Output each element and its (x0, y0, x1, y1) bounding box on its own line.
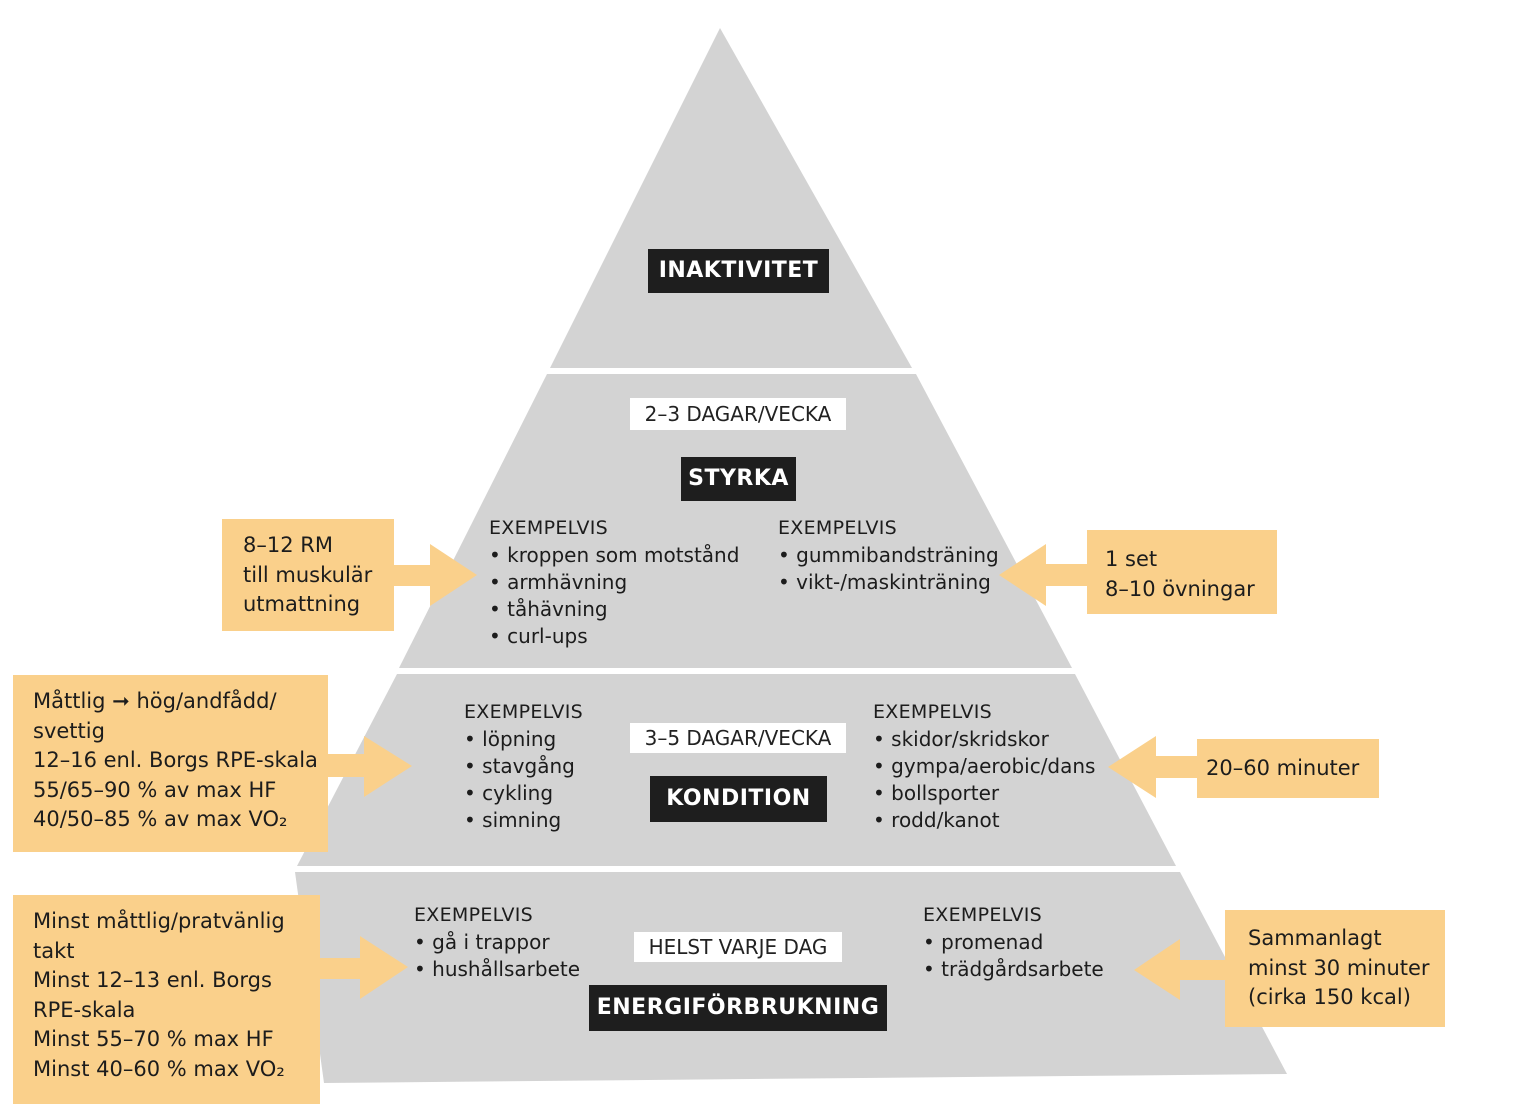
examples-heading: EXEMPELVIS (778, 517, 898, 539)
examples-heading: EXEMPELVIS (489, 517, 609, 539)
note-line: (cirka 150 kcal) (1248, 985, 1411, 1009)
note-condition-right: 20–60 minuter (1197, 739, 1379, 798)
examples-energi-right: EXEMPELVIS promenad trädgårdsarbete (923, 902, 1104, 983)
list-item: tåhävning (489, 596, 739, 623)
note-strength-left: 8–12 RM till muskulär utmattning (222, 519, 394, 631)
list-item: simning (464, 807, 583, 834)
label-kondition: KONDITION (650, 776, 827, 822)
label-inaktivitet: INAKTIVITET (648, 249, 829, 293)
arrow-strength-right (999, 544, 1088, 606)
examples-energi-left: EXEMPELVIS gå i trappor hushållsarbete (414, 902, 580, 983)
list-item: cykling (464, 780, 583, 807)
note-text: Måttlig (33, 689, 106, 713)
note-line: 12–16 enl. Borgs RPE-skala (33, 748, 318, 772)
list-item: löpning (464, 726, 583, 753)
note-line: 20–60 minuter (1206, 756, 1360, 780)
note-line: takt (33, 938, 75, 963)
list-item: armhävning (489, 569, 739, 596)
note-line: Måttlig ➞ hög/andfådd/ (33, 687, 328, 717)
list-item: gå i trappor (414, 929, 580, 956)
note-line: 1 set (1105, 547, 1158, 571)
arrow-energy-left (318, 936, 408, 999)
note-line: utmattning (243, 592, 361, 616)
note-line: 40/50–85 % av max VO₂ (33, 807, 288, 831)
list-item: stavgång (464, 753, 583, 780)
note-line: 55/65–90 % av max HF (33, 777, 277, 802)
note-line: minst 30 minuter (1248, 955, 1430, 980)
list-item: rodd/kanot (873, 807, 1095, 834)
note-line: till muskulär (243, 562, 373, 587)
frequency-kondition: 3–5 DAGAR/VECKA (630, 723, 846, 753)
arrow-condition-right (1108, 736, 1198, 798)
note-line: Minst 55–70 % max HF (33, 1027, 274, 1051)
note-line: RPE-skala (33, 997, 136, 1022)
note-energy-right: Sammanlagt minst 30 minuter (cirka 150 k… (1225, 910, 1445, 1027)
tier-inaktivitet-shape (550, 28, 912, 368)
examples-heading: EXEMPELVIS (923, 904, 1043, 926)
examples-kondition-left: EXEMPELVIS löpning stavgång cykling simn… (464, 699, 583, 834)
list-item: gummibandsträning (778, 542, 999, 569)
label-energiforbrukning: ENERGIFÖRBRUKNING (589, 985, 887, 1031)
right-arrow-icon: ➞ (112, 689, 130, 713)
list-item: vikt-/maskinträning (778, 569, 999, 596)
list-item: hushållsarbete (414, 956, 580, 983)
list-item: gympa/aerobic/dans (873, 753, 1095, 780)
examples-kondition-right: EXEMPELVIS skidor/skridskor gympa/aerobi… (873, 699, 1095, 834)
list-item: kroppen som motstånd (489, 542, 739, 569)
list-item: bollsporter (873, 780, 1095, 807)
arrow-energy-right (1134, 939, 1226, 1000)
note-line: Sammanlagt (1248, 926, 1382, 950)
note-line: 8–10 övningar (1105, 576, 1255, 601)
note-line: Minst 40–60 % max VO₂ (33, 1056, 285, 1081)
note-line: svettig (33, 718, 105, 743)
note-condition-left: Måttlig ➞ hög/andfådd/ svettig 12–16 enl… (13, 675, 328, 852)
note-text: hög/andfådd/ (136, 689, 277, 713)
note-line: 8–12 RM (243, 533, 333, 557)
note-line: Minst måttlig/pratvänlig (33, 909, 285, 933)
examples-styrka-right: EXEMPELVIS gummibandsträning vikt-/maski… (778, 515, 999, 596)
examples-styrka-left: EXEMPELVIS kroppen som motstånd armhävni… (489, 515, 739, 650)
arrow-strength-left (392, 544, 477, 606)
tier-energi-shape (295, 872, 1287, 1083)
list-item: promenad (923, 929, 1104, 956)
list-item: trädgårdsarbete (923, 956, 1104, 983)
examples-heading: EXEMPELVIS (414, 904, 534, 926)
frequency-energi: HELST VARJE DAG (634, 932, 842, 962)
note-strength-right: 1 set 8–10 övningar (1087, 530, 1277, 614)
examples-heading: EXEMPELVIS (464, 701, 584, 723)
list-item: skidor/skridskor (873, 726, 1095, 753)
label-styrka: STYRKA (681, 457, 796, 501)
arrow-condition-left (327, 736, 412, 797)
note-energy-left: Minst måttlig/pratvänlig takt Minst 12–1… (13, 895, 320, 1104)
examples-heading: EXEMPELVIS (873, 701, 993, 723)
note-line: Minst 12–13 enl. Borgs (33, 968, 272, 992)
list-item: curl-ups (489, 623, 739, 650)
frequency-styrka: 2–3 DAGAR/VECKA (630, 398, 846, 430)
